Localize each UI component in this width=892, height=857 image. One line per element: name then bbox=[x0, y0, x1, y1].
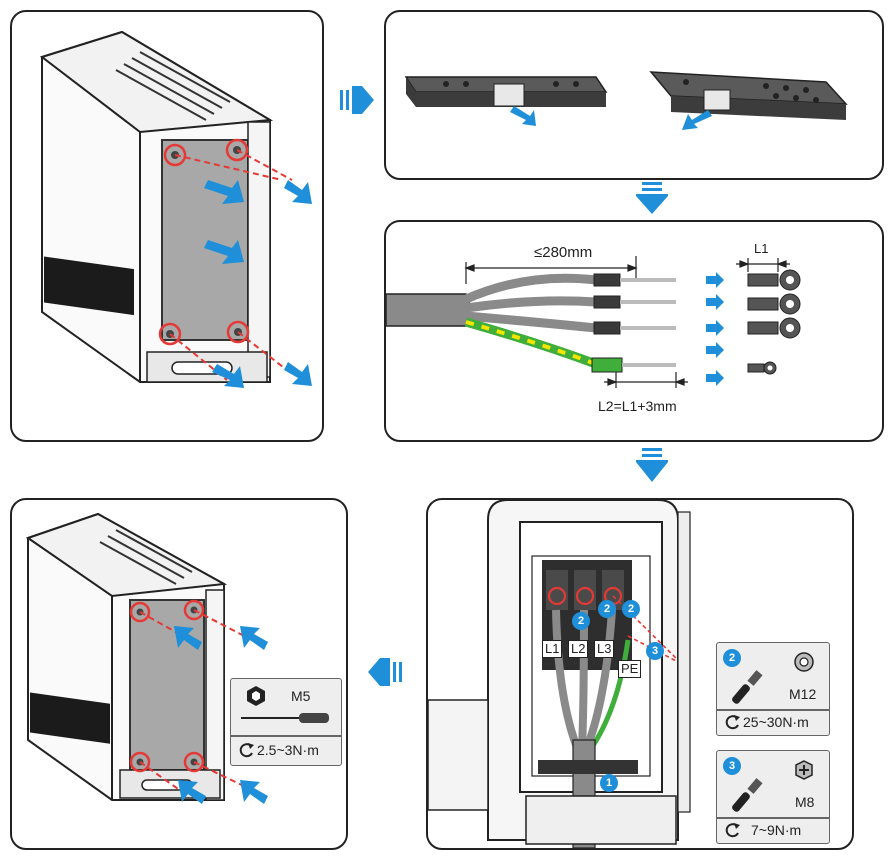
tool-size-m8: M8 bbox=[795, 794, 815, 810]
step-remove-plugs-panel bbox=[384, 10, 884, 180]
tool-torque-m12: 25~30N·m bbox=[743, 714, 809, 730]
tool-torque-m8: 7~9N·m bbox=[751, 822, 802, 838]
step-prepare-cable-panel: ≤280mm L1 L2=L1+3mm bbox=[384, 220, 884, 442]
tool-card-m5: M5 2.5~3N·m bbox=[230, 678, 342, 766]
tool-size-m12: M12 bbox=[789, 686, 817, 702]
cable-strip-illustration bbox=[386, 256, 801, 388]
tool-card-m12: 2 M12 25~30N·m bbox=[716, 642, 830, 736]
tool-badge-3: 3 bbox=[723, 757, 741, 775]
terminal-label-l1: L1 bbox=[542, 640, 563, 658]
step-badge-2b: 2 bbox=[598, 600, 616, 618]
terminal-label-l3: L3 bbox=[594, 640, 615, 658]
arrow-right-icon bbox=[340, 86, 374, 114]
wrench-icon bbox=[732, 778, 763, 812]
tool-size-m5: M5 bbox=[291, 688, 311, 704]
pe-strip-length-label: L2=L1+3mm bbox=[598, 398, 677, 414]
arrow-left-icon bbox=[368, 658, 402, 686]
torque-rotate-icon bbox=[725, 715, 740, 730]
torque-rotate-icon bbox=[239, 743, 254, 758]
torque-rotate-icon bbox=[725, 823, 740, 838]
arrow-down-icon bbox=[510, 106, 536, 126]
step-badge-2c: 2 bbox=[622, 600, 640, 618]
nut-icon bbox=[794, 652, 814, 672]
step-badge-2a: 2 bbox=[572, 612, 590, 630]
step-reinstall-cover-panel: M5 2.5~3N·m bbox=[10, 498, 348, 850]
arrow-right-icon bbox=[706, 272, 724, 386]
sealing-plate-illustration bbox=[404, 71, 848, 130]
step-remove-cover-panel bbox=[10, 10, 324, 442]
arrow-right-icon bbox=[204, 180, 312, 388]
tool-badge-2: 2 bbox=[723, 649, 741, 667]
terminal-label-pe: PE bbox=[618, 660, 642, 678]
wrench-icon bbox=[732, 670, 763, 704]
screwdriver-icon bbox=[241, 713, 329, 723]
phillips-head-icon bbox=[795, 760, 813, 780]
arrow-down-icon bbox=[636, 182, 668, 214]
step-badge-1: 1 bbox=[600, 774, 618, 792]
inverter-illustration bbox=[25, 512, 268, 804]
screw-marker bbox=[158, 138, 250, 346]
step-badge-3: 3 bbox=[646, 642, 664, 660]
tool-torque-m5: 2.5~3N·m bbox=[257, 742, 319, 758]
arrow-down-icon bbox=[682, 110, 712, 130]
tool-card-m8: 3 M8 7~9N·m bbox=[716, 750, 830, 844]
lug-length-label: L1 bbox=[754, 241, 769, 256]
step-connect-cables-panel: L1 L2 L3 PE 1 2 2 2 3 2 M12 25~30N·m 3 bbox=[426, 498, 854, 850]
arrow-left-icon bbox=[174, 626, 268, 804]
arrow-down-icon bbox=[636, 448, 668, 482]
hex-socket-icon bbox=[247, 686, 265, 706]
terminal-label-l2: L2 bbox=[568, 640, 589, 658]
strip-length-label: ≤280mm bbox=[534, 244, 593, 261]
inverter-illustration bbox=[39, 30, 312, 388]
